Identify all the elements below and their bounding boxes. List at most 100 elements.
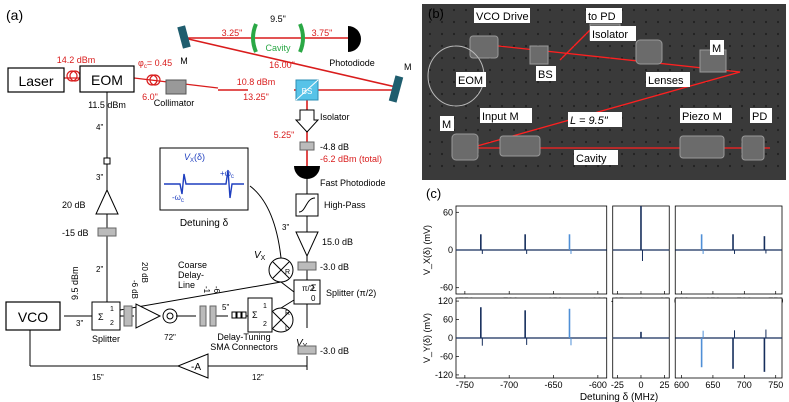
chart-panel-label: (c) (426, 186, 441, 201)
mirror-right (388, 75, 404, 103)
atten-1-icon (199, 305, 207, 327)
photo-piezo-m: Piezo M (682, 111, 722, 123)
atten-6-label: -6dB (130, 280, 139, 299)
delay-label-2: Delay- (178, 270, 204, 280)
dist-3-b: 3" (96, 173, 103, 182)
dist-6-0: 6.0" (142, 92, 158, 102)
chart-xtick-label-1-8: 650 (705, 380, 720, 390)
atten-1-label: -1 (202, 286, 211, 294)
port-1-left: 1 (110, 306, 114, 313)
zero-label: 0 (311, 294, 316, 303)
mirror-label-top-left: M (180, 56, 188, 66)
dist-5-25: 5.25" (274, 130, 295, 140)
photo-panel-label: (b) (428, 6, 444, 21)
photo-pd: PD (752, 111, 767, 123)
splitter-left-box (91, 301, 121, 331)
atten-6-2: -6.2 dBm (total) (320, 154, 382, 164)
inset-pointer (249, 185, 282, 259)
phi-label: φc= 0.45 (138, 58, 172, 70)
inset-minus-w: -ωc (172, 193, 184, 204)
bs-label: BS (302, 87, 313, 96)
panel-c-charts: (c) -60060-750-700-650-600-2502560065070… (422, 186, 783, 402)
photo-input-m: Input M (482, 111, 519, 123)
atten-3b-label: -3.0 dB (320, 346, 349, 356)
splitter-label: Splitter (92, 334, 120, 344)
atten-4-8: -4.8 dB (320, 142, 349, 152)
laser-box (7, 67, 65, 93)
chart-xtick-label-1-6: 25 (660, 380, 670, 390)
splitter-pi2-box (293, 279, 321, 305)
chart-ylabel-0: V_X(δ) (mV) (422, 225, 432, 275)
dist-3-c: 3" (76, 319, 83, 328)
panel-b-photo: (b) VCO Drive to PD Isolator M EOM BS Le… (422, 4, 786, 180)
power-14-2: 14.2 dBm (57, 55, 96, 65)
photo-eom: EOM (458, 75, 483, 87)
dist-12: 12" (252, 373, 264, 382)
port-2-mid: 2 (263, 321, 267, 328)
sma-label-2: SMA Connectors (210, 342, 278, 352)
connector-1 (103, 157, 111, 165)
photodiode-label: Photodiode (329, 58, 375, 68)
dist-13-25: 13.25" (243, 92, 269, 102)
photo-m-left: M (442, 119, 451, 131)
atten-6-icon (123, 305, 133, 327)
panel-a-label: (a) (6, 7, 23, 23)
chart-xtick-label-1-1: -700 (500, 380, 518, 390)
mixer-y-r: R (285, 310, 290, 317)
high-pass-box (295, 193, 319, 217)
amp-20v-label: 20 dB (140, 262, 149, 283)
inset-box (159, 147, 249, 211)
inset-detuning: Detuning δ (180, 218, 229, 229)
photo-m-top: M (712, 43, 721, 55)
splitter-mid-box (247, 297, 273, 333)
chart-xlabel-1: Detuning δ (MHz) (580, 392, 658, 402)
cavity-label: Cavity (265, 43, 291, 53)
photo-isolator: Isolator (592, 29, 628, 41)
chart-ytick-label-1-0: -120 (435, 370, 453, 380)
chart-ylabel-1: V_Y(δ) (mV) (422, 313, 432, 363)
vco-box (5, 301, 61, 331)
cavity-mirror-left (251, 23, 258, 53)
atten-6b-icon (209, 305, 217, 327)
photo-vco-drive: VCO Drive (476, 11, 529, 23)
isolator-label: Isolator (320, 112, 350, 122)
vco-label: VCO (18, 309, 48, 325)
chart-ytick-label-0-0: -60 (440, 283, 453, 293)
chart-ytick-label-1-3: 60 (443, 315, 453, 325)
atten-3b-icon (297, 345, 317, 355)
mixer-y-l: L (285, 325, 289, 332)
sigma-left: Σ (98, 312, 104, 322)
sma-label-1: Delay-Tuning (217, 332, 270, 342)
photo-cavity: Cavity (576, 153, 607, 165)
mirror-top-left (177, 25, 191, 49)
cavity-mirror-right (298, 23, 305, 53)
vx-label: VX (254, 250, 266, 262)
chart-xtick-label-1-4: -25 (611, 380, 624, 390)
amp-20-label: 20 dB (62, 200, 86, 210)
splitter-pi-label: Splitter (π/2) (326, 288, 376, 298)
dist-72: 72" (164, 333, 176, 342)
amp-20v-icon (135, 303, 162, 329)
chart-xtick-label-1-7: 600 (674, 380, 689, 390)
photo-to-pd: to PD (588, 11, 616, 23)
power-9-5: 9.5 dBm (70, 266, 80, 300)
port-2-left: 2 (110, 320, 114, 327)
atten-6b-label: -6 (212, 286, 221, 294)
laser-label: Laser (18, 73, 53, 89)
dist-4: 4" (96, 123, 103, 132)
port-1-mid: 1 (263, 303, 267, 310)
dist-3-25: 3.25" (222, 28, 243, 38)
fast-photodiode-icon (294, 166, 320, 179)
panel-a-schematic: (a) M 3.25" 9.5" Cavity 3.75" Photodiode (5, 7, 412, 382)
sigma-mid: Σ (252, 310, 258, 320)
mirror-label-right: M (404, 62, 412, 72)
chart-ytick-label-1-4: 120 (438, 296, 453, 306)
chart-xtick-label-1-10: 750 (768, 380, 783, 390)
chart-vx: -60060-750-700-650-600-25025600650700750… (422, 205, 783, 306)
chart-ytick-label-1-1: -60 (440, 351, 453, 361)
chart-xtick-label-1-9: 700 (737, 380, 752, 390)
photo-lenses: Lenses (648, 75, 684, 87)
photo-length: L = 9.5" (570, 115, 609, 127)
inset-vx: VX(δ) (184, 152, 205, 164)
